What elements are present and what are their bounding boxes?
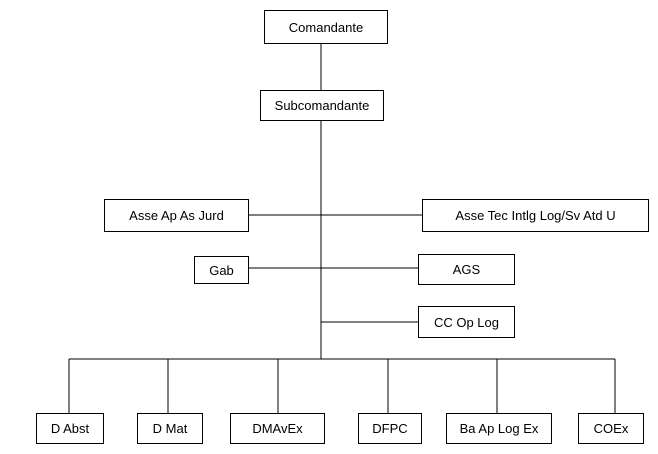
box-d-abst: D Abst bbox=[36, 413, 104, 444]
box-d-mat: D Mat bbox=[137, 413, 203, 444]
box-ags: AGS bbox=[418, 254, 515, 285]
box-comandante: Comandante bbox=[264, 10, 388, 44]
box-asse-ap-as-jurd: Asse Ap As Jurd bbox=[104, 199, 249, 232]
box-coex: COEx bbox=[578, 413, 644, 444]
box-cc-op-log: CC Op Log bbox=[418, 306, 515, 338]
box-dfpc: DFPC bbox=[358, 413, 422, 444]
box-gab: Gab bbox=[194, 256, 249, 284]
box-subcomandante: Subcomandante bbox=[260, 90, 384, 121]
box-ba-ap-log-ex: Ba Ap Log Ex bbox=[446, 413, 552, 444]
box-asse-tec-intlg: Asse Tec Intlg Log/Sv Atd U bbox=[422, 199, 649, 232]
box-dmavex: DMAvEx bbox=[230, 413, 325, 444]
